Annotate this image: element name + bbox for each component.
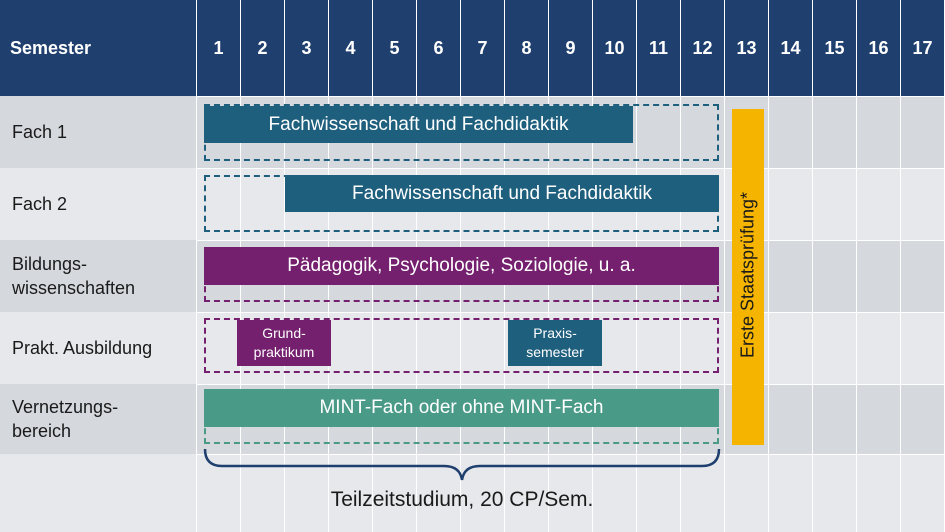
grid-cell [768, 312, 812, 384]
vernetzung-bar: MINT-Fach oder ohne MINT-Fach [204, 389, 719, 427]
grid-cell [196, 168, 240, 240]
header-semester-8: 8 [504, 0, 548, 96]
grid-cell [768, 454, 812, 532]
grid-cell [768, 168, 812, 240]
header-semester-1: 1 [196, 0, 240, 96]
header-semester-6: 6 [416, 0, 460, 96]
grid-cell [812, 96, 856, 168]
prakt-dashed-frame [204, 318, 719, 373]
grid-cell [812, 454, 856, 532]
grid-cell [900, 240, 944, 312]
header-semester-4: 4 [328, 0, 372, 96]
grundpraktikum-box: Grund- praktikum [237, 320, 331, 366]
header-semester-7: 7 [460, 0, 504, 96]
grid-cell [680, 96, 724, 168]
header-semester-11: 11 [636, 0, 680, 96]
grid-cell [812, 168, 856, 240]
grid-cell [900, 96, 944, 168]
header-semester-17: 17 [900, 0, 944, 96]
grid-cell [856, 384, 900, 454]
fach-1-bar: Fachwissenschaft und Fachdidaktik [204, 106, 633, 143]
row-label-bildungswissenschaften: Bildungs- wissenschaften [0, 240, 196, 312]
header-semester-10: 10 [592, 0, 636, 96]
grid-cell [812, 384, 856, 454]
teilzeit-footnote: Teilzeitstudium, 20 CP/Sem. [330, 488, 594, 511]
grid-cell [284, 454, 328, 532]
header-semester-13: 13 [724, 0, 768, 96]
exam-bar [732, 109, 764, 445]
grid-cell [812, 240, 856, 312]
grid-cell [240, 168, 284, 240]
grid-cell [636, 96, 680, 168]
grid-cell [240, 454, 284, 532]
grid-cell [768, 96, 812, 168]
grid-cell [680, 454, 724, 532]
praxissemester-box: Praxis- semester [508, 320, 602, 366]
grid-cell [768, 384, 812, 454]
grid-cell [196, 454, 240, 532]
grid-cell [856, 240, 900, 312]
header-semester-16: 16 [856, 0, 900, 96]
grid-cell [856, 312, 900, 384]
row-label-empty [0, 454, 196, 532]
header-semester-14: 14 [768, 0, 812, 96]
header-semester-15: 15 [812, 0, 856, 96]
grid-cell [724, 454, 768, 532]
header-semester-5: 5 [372, 0, 416, 96]
row-label-fach-2: Fach 2 [0, 168, 196, 240]
bildung-bar: Pädagogik, Psychologie, Soziologie, u. a… [204, 247, 719, 285]
row-label-fach-1: Fach 1 [0, 96, 196, 168]
header-semester-12: 12 [680, 0, 724, 96]
grid-cell [636, 454, 680, 532]
grid-cell [856, 96, 900, 168]
grid-cell [900, 168, 944, 240]
grid-cell [812, 312, 856, 384]
row-label-vernetzungsbereich: Vernetzungs- bereich [0, 384, 196, 454]
grid-cell [900, 312, 944, 384]
header-semester-2: 2 [240, 0, 284, 96]
header-semester-9: 9 [548, 0, 592, 96]
grid-cell [900, 384, 944, 454]
exam-label: Erste Staatsprüfung* [737, 191, 758, 359]
fach-2-bar: Fachwissenschaft und Fachdidaktik [285, 175, 719, 212]
grid-cell [592, 454, 636, 532]
grid-cell [856, 168, 900, 240]
row-label-prakt-ausbildung: Prakt. Ausbildung [0, 312, 196, 384]
grid-cell [768, 240, 812, 312]
header-semester-3: 3 [284, 0, 328, 96]
header-semester-label: Semester [0, 0, 196, 96]
grid-cell [856, 454, 900, 532]
grid-cell [900, 454, 944, 532]
